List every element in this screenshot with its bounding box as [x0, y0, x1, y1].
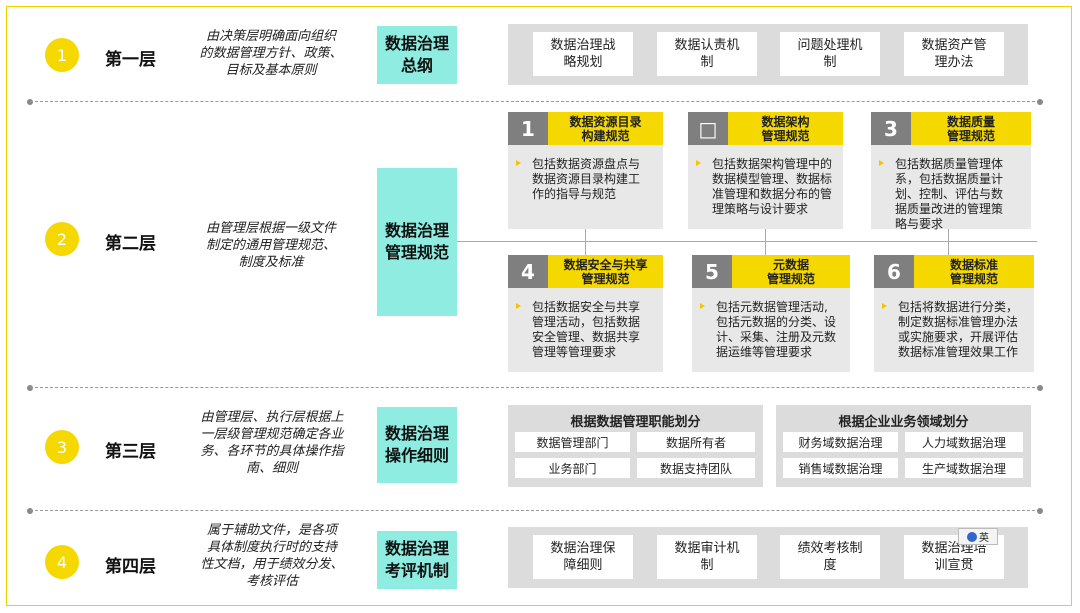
layer3-cell: 财务域数据治理: [783, 432, 898, 452]
card-body: 包括数据资源盘点与数据资源目录构建工作的指导与规范: [508, 145, 663, 229]
card-number: 6: [874, 255, 914, 288]
connector-line: [457, 241, 1037, 242]
separator-line: [30, 510, 1040, 511]
bullet-arrow-icon: [516, 303, 521, 309]
card-number: 1: [508, 112, 548, 145]
layer-description: 由决策层明确面向组织的数据管理方针、政策、目标及基本原则: [199, 29, 343, 78]
card-title: 数据架构管理规范: [728, 112, 843, 145]
separator-line: [30, 101, 1040, 102]
layer3-panel-heading: 根据数据管理职能划分: [570, 415, 701, 430]
card-title: 数据安全与共享管理规范: [548, 255, 663, 288]
bullet-arrow-icon: [696, 160, 701, 166]
connector-line: [948, 229, 949, 255]
card-title: 数据资源目录构建规范: [548, 112, 663, 145]
layer1-item: 数据治理战略规划: [533, 32, 633, 76]
card-body: 包括数据安全与共享管理活动，包括数据安全管理、数据共享管理等管理要求: [508, 288, 663, 372]
layer-description: 由管理层根据一级文件制定的通用管理规范、制度及标准: [205, 221, 336, 270]
layer-number-badge: 1: [45, 38, 79, 72]
separator-dot: [27, 508, 33, 514]
separator-line: [30, 387, 1040, 388]
outer-frame: [6, 6, 1072, 606]
separator-dot: [27, 99, 33, 105]
card-number: 4: [508, 255, 548, 288]
card-title: 数据质量管理规范: [911, 112, 1031, 145]
layer-description: 由管理层、执行层根据上一层级管理规范确定各业务、各环节的具体操作指南、细则: [200, 410, 344, 476]
layer-description: 属于辅助文件，是各项具体制度执行时的支持性文档，用于绩效分发、考核评估: [200, 523, 344, 589]
card-body: 包括数据质量管理体系，包括数据质量计划、控制、评估与数据质量改进的管理策略与要求: [871, 145, 1031, 231]
separator-dot: [1037, 385, 1043, 391]
card-number: 5: [692, 255, 732, 288]
layer4-item: 绩效考核制度: [780, 535, 880, 579]
separator-dot: [27, 385, 33, 391]
layer-title: 数据治理考评机制: [377, 531, 457, 589]
layer-number-badge: 2: [45, 222, 79, 256]
layer-title: 数据治理管理规范: [377, 168, 457, 316]
connector-line: [585, 229, 586, 255]
layer3-cell: 人力域数据治理: [905, 432, 1023, 452]
layer3-cell: 生产域数据治理: [905, 458, 1023, 478]
layer3-cell: 数据支持团队: [637, 458, 755, 478]
layer3-panel-heading: 根据企业业务领域划分: [838, 415, 969, 430]
connector-line: [765, 229, 766, 255]
card-body: 包括将数据进行分类，制定数据标准管理办法或实施要求，开展评估数据标准管理效果工作: [874, 288, 1034, 372]
ime-language-label: 英: [979, 533, 989, 544]
layer-title: 数据治理操作细则: [377, 407, 457, 483]
bullet-arrow-icon: [879, 160, 884, 166]
layer1-item: 数据资产管理办法: [904, 32, 1004, 76]
layer4-item: 数据治理保障细则: [533, 535, 633, 579]
layer-number-badge: 4: [45, 545, 79, 579]
layer1-item: 数据认责机制: [657, 32, 757, 76]
separator-dot: [1037, 99, 1043, 105]
layer4-item: 数据审计机制: [657, 535, 757, 579]
layer-label: 第一层: [105, 50, 156, 70]
ime-language-toggle[interactable]: 英: [958, 528, 998, 545]
bullet-arrow-icon: [516, 160, 521, 166]
layer1-item: 问题处理机制: [780, 32, 880, 76]
layer-number-badge: 3: [45, 430, 79, 464]
layer-label: 第二层: [105, 234, 156, 254]
card-title: 元数据管理规范: [732, 255, 850, 288]
card-number: □: [688, 112, 728, 145]
layer-label: 第三层: [105, 442, 156, 462]
layer3-cell: 业务部门: [515, 458, 630, 478]
card-body: 包括元数据管理活动,包括元数据的分类、设计、采集、注册及元数据运维等管理要求: [692, 288, 850, 372]
bullet-arrow-icon: [882, 303, 887, 309]
globe-icon: [967, 531, 977, 542]
layer3-cell: 数据管理部门: [515, 432, 630, 452]
card-body: 包括数据架构管理中的数据模型管理、数据标准管理和数据分布的管理策略与设计要求: [688, 145, 843, 229]
layer-title: 数据治理总纲: [377, 26, 457, 84]
layer-label: 第四层: [105, 557, 156, 577]
bullet-arrow-icon: [700, 303, 705, 309]
layer3-cell: 销售域数据治理: [783, 458, 898, 478]
card-number: 3: [871, 112, 911, 145]
layer3-cell: 数据所有者: [637, 432, 755, 452]
separator-dot: [1037, 508, 1043, 514]
card-title: 数据标准管理规范: [914, 255, 1034, 288]
